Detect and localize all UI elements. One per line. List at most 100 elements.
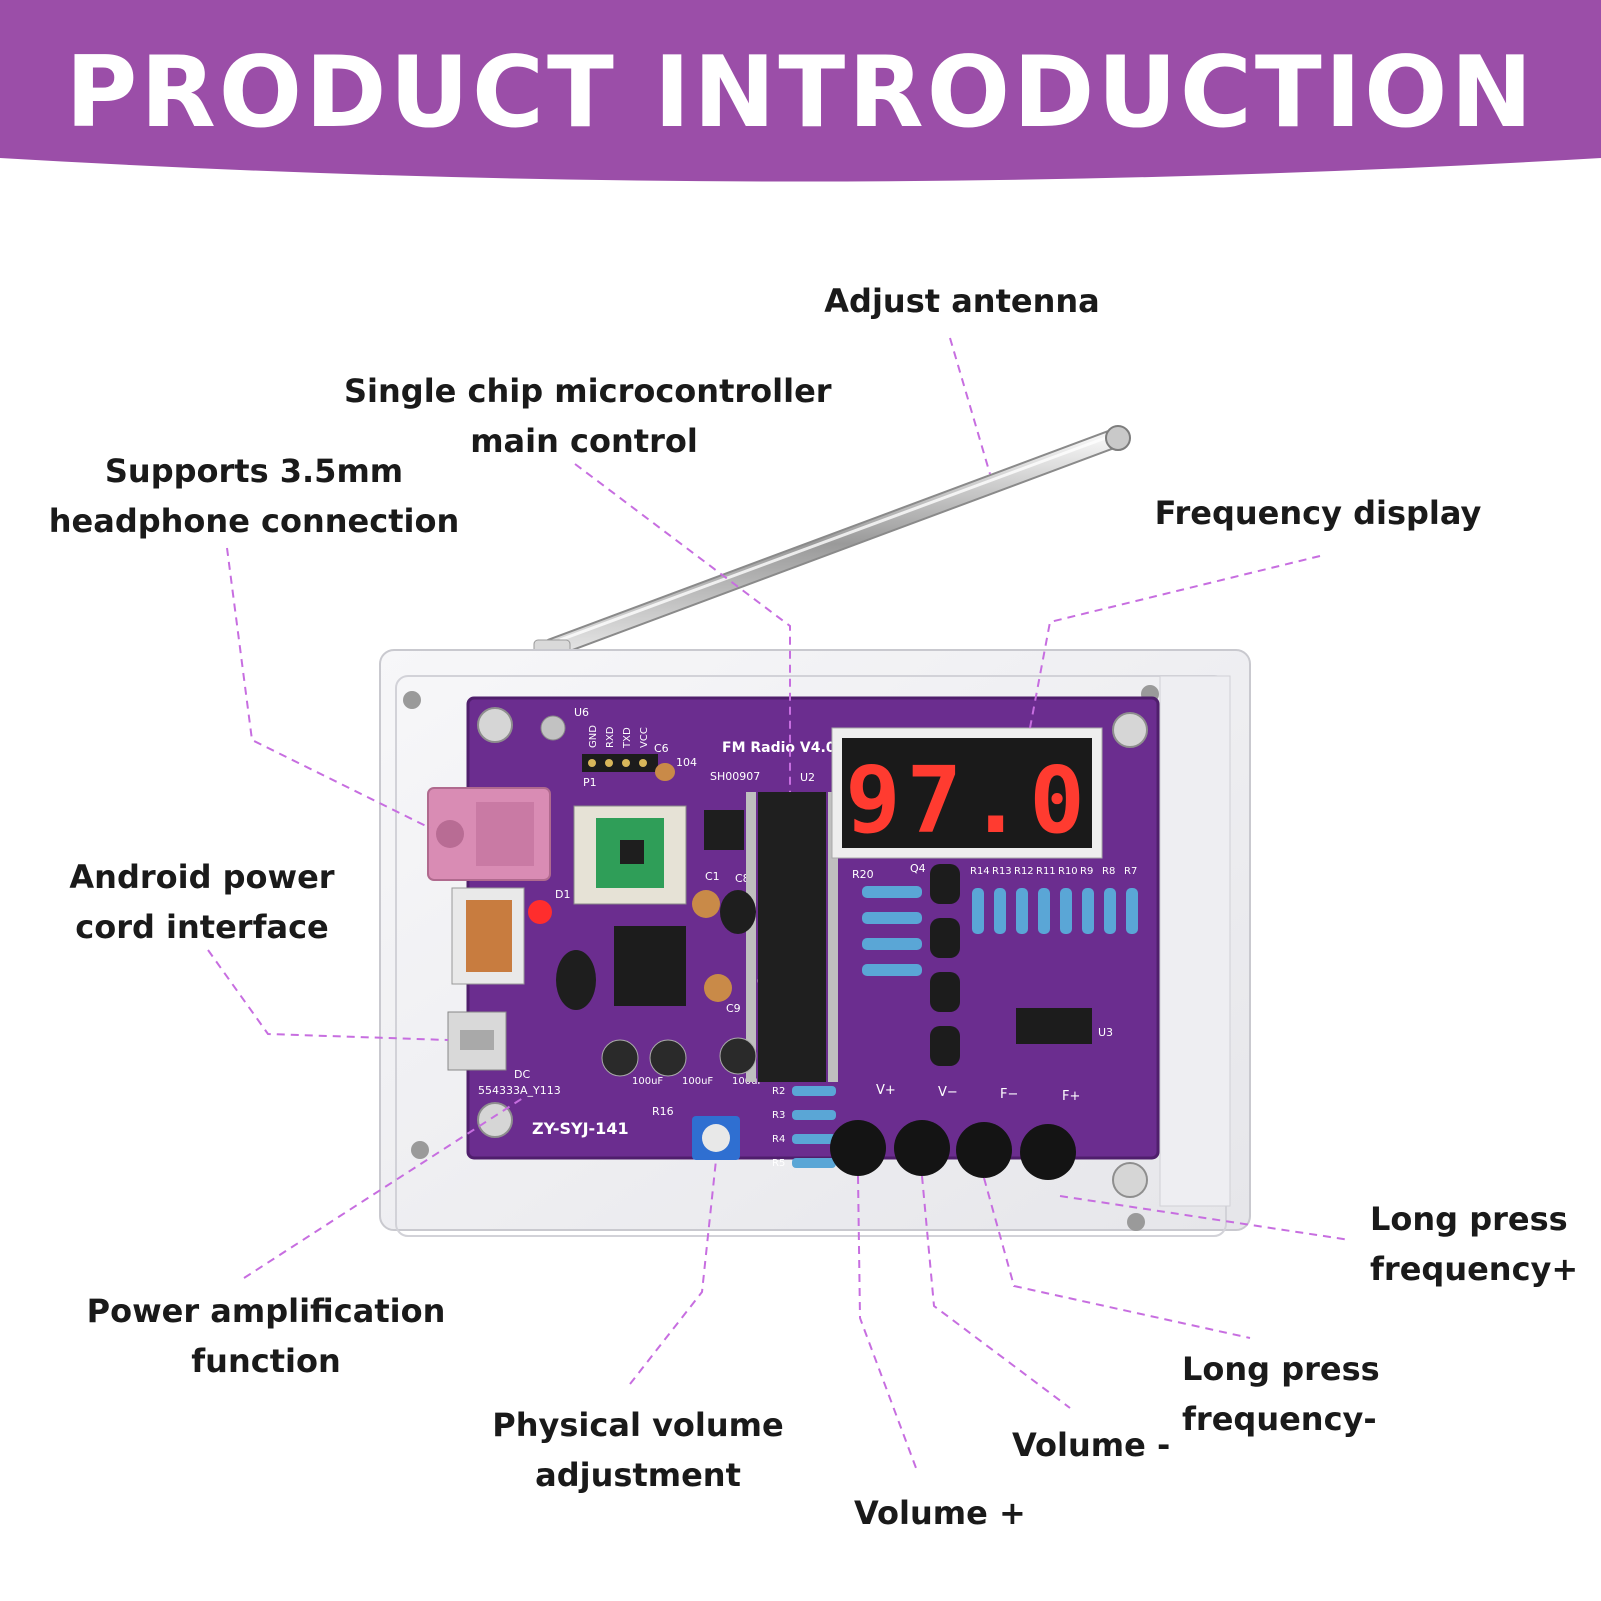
board-title: FM Radio V4.0	[722, 740, 836, 756]
button-label: F+	[1062, 1089, 1080, 1104]
driver-chip-u3	[1016, 1008, 1092, 1044]
resistor-label: R4	[772, 1134, 785, 1145]
header-pin-label: TXD	[622, 727, 633, 749]
volume-up-button[interactable]	[830, 1120, 886, 1176]
volume-down-button[interactable]	[894, 1120, 950, 1176]
capacitor-c6	[655, 763, 675, 781]
callout-physical-volume: Physical volume adjustment	[468, 1400, 808, 1500]
resistor	[862, 964, 922, 976]
led-d1	[528, 900, 552, 924]
headphone-jack	[427, 787, 551, 881]
resistor	[792, 1134, 836, 1144]
frequency-down-button[interactable]	[956, 1122, 1012, 1178]
resistor	[1104, 888, 1116, 934]
transistor-column	[930, 864, 960, 1066]
callout-line: Volume -	[1012, 1426, 1171, 1464]
silk-c1: C1	[705, 870, 720, 883]
capacitor-c1	[692, 890, 720, 918]
leader-long-press-plus	[1059, 1195, 1351, 1241]
silk-c6: C6	[654, 742, 669, 755]
resistor-label: R2	[772, 1086, 785, 1097]
leader-long-press-minus	[983, 1177, 1251, 1339]
callout-line: frequency+	[1370, 1250, 1579, 1288]
header-pin-label: GND	[588, 725, 599, 748]
callout-frequency-display: Frequency display	[1148, 488, 1488, 538]
capacitor-label: 100uF	[682, 1076, 713, 1087]
resistor	[1082, 888, 1094, 934]
resistor-label: R13	[992, 866, 1012, 877]
callout-volume-minus: Volume -	[1012, 1420, 1212, 1470]
silk-dc: DC	[514, 1068, 530, 1081]
header-pin-label: RXD	[605, 726, 616, 748]
callout-line: headphone connection	[48, 502, 460, 540]
silk-d1: D1	[555, 888, 570, 901]
pin-header	[582, 754, 658, 772]
display-digits: 97.0	[845, 747, 1091, 854]
silk-serial: 554333A_Y113	[478, 1084, 561, 1097]
capacitor-amp	[556, 950, 596, 1010]
capacitor-label: 100uF	[632, 1076, 663, 1087]
resistor	[1016, 888, 1028, 934]
callout-line: cord interface	[75, 908, 329, 946]
callout-line: Volume +	[854, 1494, 1026, 1532]
resistor	[862, 886, 922, 898]
page-title: PRODUCT INTRODUCTION	[65, 36, 1536, 150]
header-banner	[0, 0, 1601, 182]
resistor	[1038, 888, 1050, 934]
callout-line: function	[191, 1342, 341, 1380]
resistor	[1126, 888, 1138, 934]
silk-104: 104	[676, 756, 697, 769]
callout-line: adjustment	[535, 1456, 741, 1494]
dc-usb-port	[447, 1011, 507, 1071]
header-pin-label: VCC	[639, 727, 650, 748]
regulator	[704, 810, 744, 850]
resistor-label: R14	[970, 866, 990, 877]
resistor	[972, 888, 984, 934]
resistor-label: R3	[772, 1110, 785, 1121]
frequency-up-button[interactable]	[1020, 1124, 1076, 1180]
resistor	[862, 938, 922, 950]
silk-p1: P1	[583, 776, 597, 789]
resistor-label: R8	[1102, 866, 1115, 877]
callout-volume-plus: Volume +	[854, 1488, 1054, 1538]
button-row	[830, 1120, 1076, 1180]
model-label: ZY-SYJ-141	[532, 1119, 629, 1138]
callout-android-power: Android power cord interface	[52, 852, 352, 952]
mcu-chip	[746, 792, 838, 1082]
callout-line: Physical volume	[492, 1406, 784, 1444]
leader-volume-minus	[921, 1175, 1071, 1409]
callout-long-press-minus: Long press frequency-	[1182, 1344, 1402, 1444]
resistor-label: R12	[1014, 866, 1034, 877]
leader-adjust-antenna	[949, 337, 991, 475]
callout-line: Frequency display	[1154, 494, 1482, 532]
callout-line: Long press	[1182, 1350, 1380, 1388]
callout-line: frequency-	[1182, 1400, 1377, 1438]
silk-q4: Q4	[910, 862, 926, 875]
leader-volume-plus	[857, 1175, 917, 1469]
callout-line: Android power	[69, 858, 335, 896]
leader-headphone	[226, 547, 431, 829]
button-label: V+	[876, 1083, 896, 1098]
callout-line: Long press	[1370, 1200, 1568, 1238]
callout-line: Single chip microcontroller	[344, 372, 832, 410]
resistor-bank	[792, 886, 1138, 1168]
silk-r20: R20	[852, 868, 874, 881]
silk-r16: R16	[652, 1105, 674, 1118]
resistor	[994, 888, 1006, 934]
power-switch	[451, 887, 525, 985]
amp-chip	[614, 926, 686, 1006]
callout-line: Adjust antenna	[824, 282, 1100, 320]
resistor	[792, 1110, 836, 1120]
capacitor-c9	[704, 974, 732, 1002]
capacitor-c8	[720, 890, 756, 934]
silk-c9: C9	[726, 1002, 741, 1015]
resistor	[862, 912, 922, 924]
volume-potentiometer	[692, 1116, 740, 1160]
button-label: F−	[1000, 1087, 1018, 1102]
board-code: SH00907	[710, 770, 760, 783]
callout-adjust-antenna: Adjust antenna	[812, 276, 1112, 326]
callout-long-press-plus: Long press frequency+	[1370, 1194, 1590, 1294]
